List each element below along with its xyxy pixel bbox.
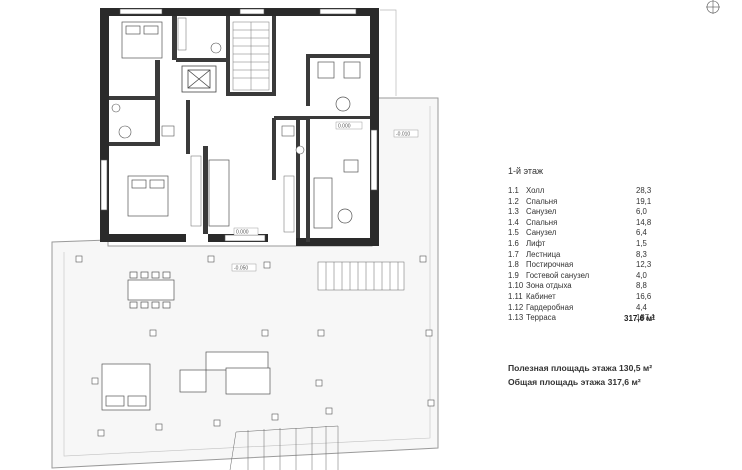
- room-num: 1.1: [508, 186, 519, 195]
- room-num: 1.13: [508, 313, 524, 323]
- level-marks: 0.000 -0.010 -0.050 0.000: [231, 121, 419, 272]
- room-num: 1.5: [508, 228, 519, 238]
- room-area: 6,0: [636, 207, 647, 217]
- useful-area-summary: Полезная площадь этажа 130,5 м²: [508, 363, 653, 373]
- bath-fixtures: [111, 42, 305, 155]
- room-row: 1.2 Спальня 19,1: [508, 197, 676, 208]
- level-mark-terrace: -0.050: [234, 266, 248, 272]
- room-row: 1.8 Постирочная 12,3: [508, 260, 676, 271]
- room-area: 1,5: [636, 238, 647, 248]
- room-name: Спальня: [526, 217, 558, 227]
- room-area: 16,6: [636, 291, 652, 301]
- room-name: Кабинет: [526, 291, 556, 301]
- stairs-interior: [232, 21, 270, 91]
- room-name: Лифт: [526, 238, 546, 248]
- room-row: 1.1 Холл 28,3: [508, 186, 676, 197]
- level-mark-office: 0.000: [338, 124, 351, 130]
- room-name: Холл: [526, 186, 545, 195]
- room-name: Гардеробная: [526, 302, 574, 312]
- room-area: 28,3: [636, 186, 652, 195]
- planters: [75, 255, 435, 437]
- stairs-exterior: [229, 261, 405, 470]
- room-name: Санузел: [526, 228, 557, 238]
- beds: [101, 21, 169, 411]
- windows: [100, 8, 378, 242]
- total-area-summary: Общая площадь этажа 317,6 м²: [508, 377, 641, 387]
- room-area: 14,8: [636, 217, 652, 227]
- sofas: [179, 159, 333, 395]
- room-row: 1.3 Санузел 6,0: [508, 207, 676, 218]
- room-num: 1.2: [508, 196, 519, 206]
- upper-right-deck: [380, 9, 397, 96]
- level-mark-hall: 0.000: [236, 230, 249, 236]
- terrace-inner-edge: [63, 106, 431, 457]
- room-name: Спальня: [526, 196, 558, 206]
- room-row: 1.6 Лифт 1,5: [508, 239, 676, 250]
- room-area: 187,1: [636, 313, 656, 323]
- room-name: Постирочная: [526, 260, 574, 270]
- room-row: 1.4 Спальня 14,8: [508, 218, 676, 229]
- room-area: 19,1: [636, 196, 652, 206]
- room-area: 12,3: [636, 260, 652, 270]
- room-num: 1.7: [508, 249, 519, 259]
- elevator: [181, 65, 217, 93]
- room-num: 1.3: [508, 207, 519, 217]
- room-name: Терраса: [526, 313, 556, 323]
- room-name: Зона отдыха: [526, 281, 572, 291]
- room-area: 6,4: [636, 228, 647, 238]
- dining-table: [127, 271, 175, 309]
- room-row: 1.7 Лестница 8,3: [508, 250, 676, 261]
- room-row: 1.9 Гостевой санузел 4,0: [508, 271, 676, 282]
- floor-title: 1-й этаж: [508, 166, 543, 176]
- room-num: 1.8: [508, 260, 519, 270]
- room-row: 1.5 Санузел 6,4: [508, 228, 676, 239]
- wardrobes: [177, 17, 295, 233]
- room-num: 1.9: [508, 270, 519, 280]
- room-area: 4,0: [636, 270, 647, 280]
- room-name: Гостевой санузел: [526, 270, 590, 280]
- room-num: 1.12: [508, 302, 524, 312]
- room-num: 1.6: [508, 238, 519, 248]
- compass-icon: [706, 0, 720, 14]
- room-num: 1.4: [508, 217, 519, 227]
- room-num: 1.10: [508, 281, 524, 291]
- armchairs: [317, 61, 361, 224]
- room-name: Лестница: [526, 249, 561, 259]
- room-area: 8,8: [636, 281, 647, 291]
- interior-walls: [109, 16, 370, 242]
- total-area: 317,6 м²: [624, 314, 655, 323]
- room-num: 1.11: [508, 291, 523, 301]
- level-mark-terrace-right: -0.010: [396, 132, 410, 138]
- room-area: 4,4: [636, 302, 647, 312]
- room-name: Санузел: [526, 207, 557, 217]
- room-area: 8,3: [636, 249, 647, 259]
